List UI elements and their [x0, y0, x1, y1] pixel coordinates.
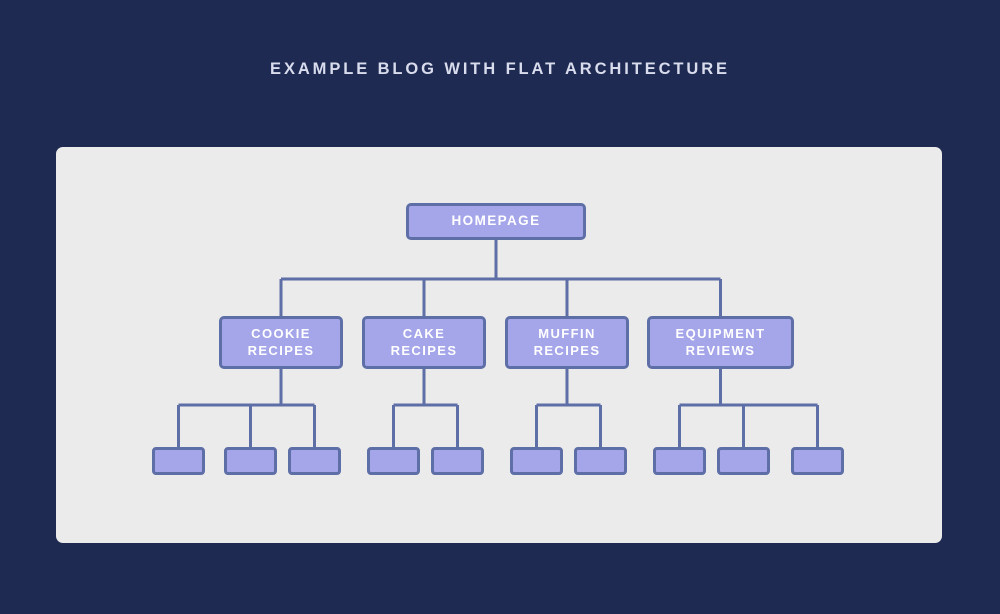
node-label: HOMEPAGE [451, 213, 541, 229]
diagram-connectors [177, 240, 819, 447]
node-leaf-8[interactable] [653, 447, 706, 475]
node-leaf-4[interactable] [367, 447, 420, 475]
node-leaf-2[interactable] [224, 447, 277, 475]
node-leaf-10[interactable] [791, 447, 844, 475]
node-leaf-5[interactable] [431, 447, 484, 475]
node-homepage[interactable]: HOMEPAGE [406, 203, 586, 240]
node-leaf-9[interactable] [717, 447, 770, 475]
node-leaf-7[interactable] [574, 447, 627, 475]
page-title: EXAMPLE BLOG WITH FLAT ARCHITECTURE [270, 60, 730, 78]
node-leaf-3[interactable] [288, 447, 341, 475]
node-leaf-6[interactable] [510, 447, 563, 475]
node-leaf-1[interactable] [152, 447, 205, 475]
